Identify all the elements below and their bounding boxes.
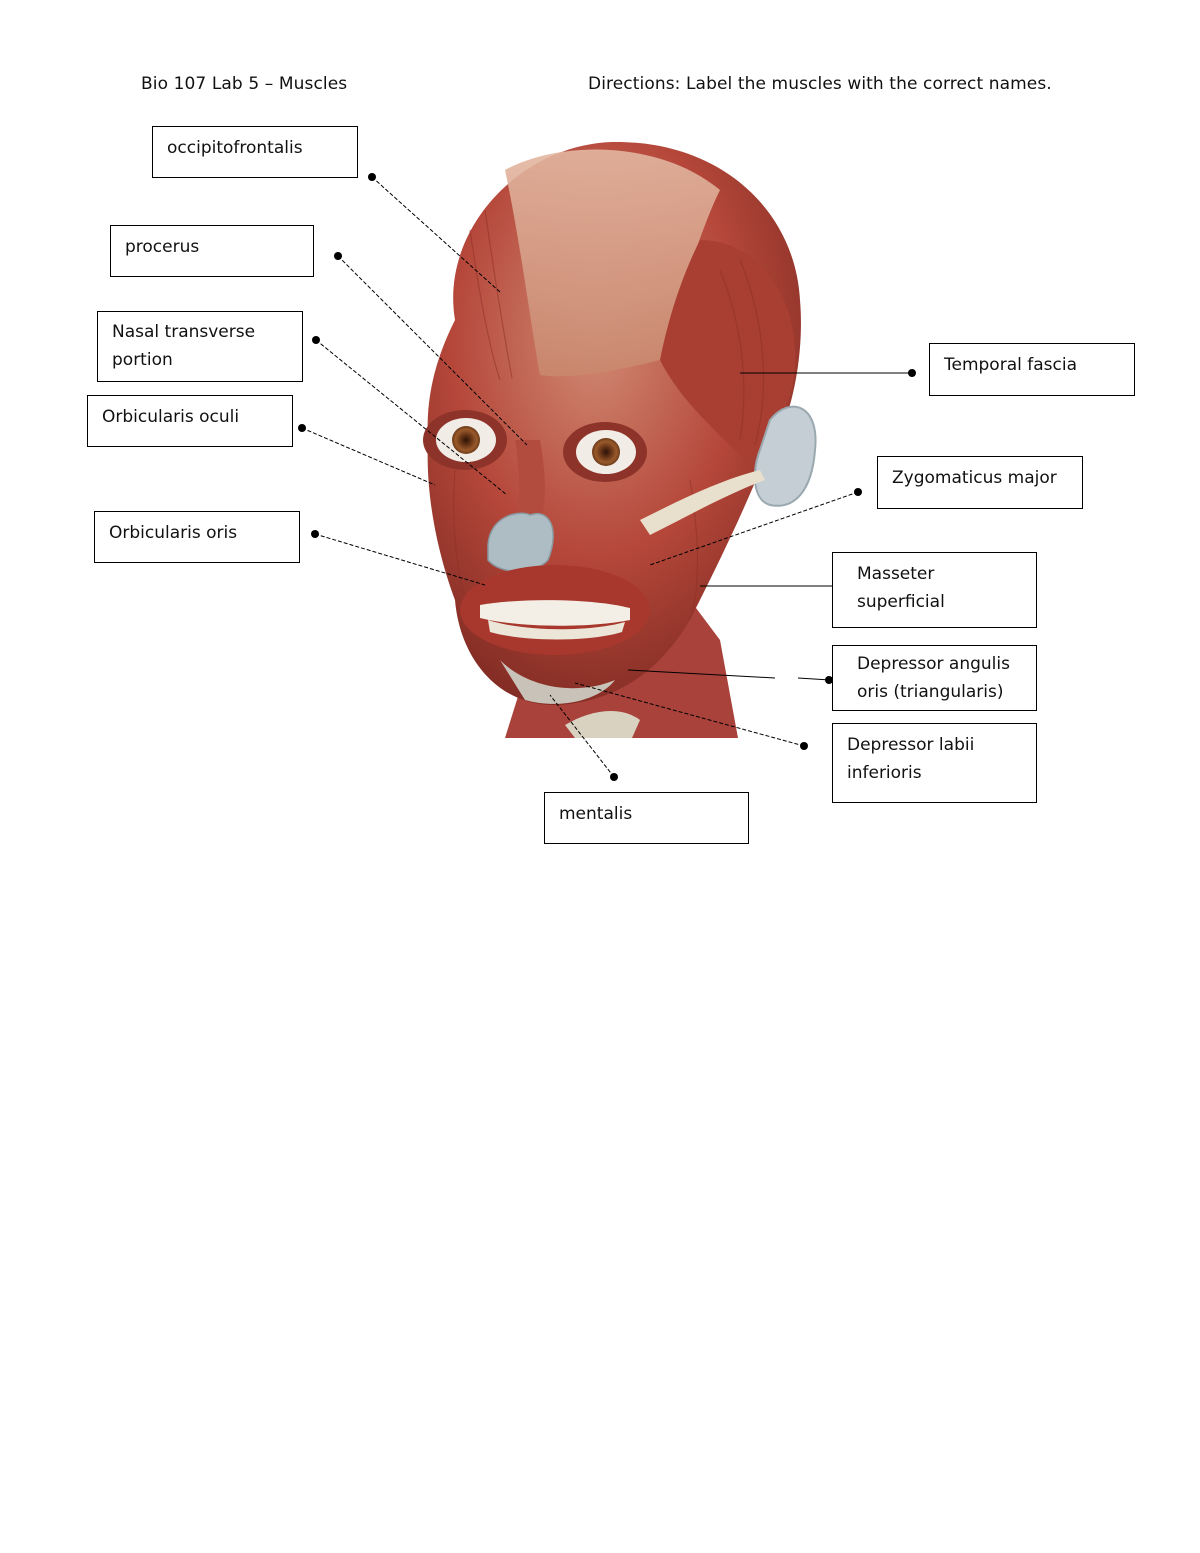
label-line: Depressor labii — [847, 735, 975, 755]
left-iris — [452, 426, 480, 454]
label-nasal-transverse: Nasal transverse portion — [97, 311, 303, 382]
label-line: Depressor angulis — [857, 654, 1010, 674]
pointer-dot — [368, 173, 376, 181]
directions-text: Directions: Label the muscles with the c… — [588, 74, 1052, 94]
label-zygomaticus-major: Zygomaticus major — [877, 456, 1083, 509]
leader-depressor-anguli-a — [627, 669, 776, 679]
label-line: portion — [112, 350, 173, 370]
temporalis-region — [660, 240, 796, 460]
label-line: Orbicularis oris — [109, 523, 238, 543]
label-mentalis: mentalis — [544, 792, 749, 844]
leader-zygomaticus — [649, 491, 859, 566]
nasal-cartilage — [487, 512, 554, 572]
label-line: Nasal transverse — [112, 322, 256, 342]
nose-bridge — [515, 440, 545, 520]
pointer-dot — [800, 742, 808, 750]
label-line: mentalis — [559, 804, 633, 824]
hyoid-cartilage — [565, 710, 640, 738]
leader-nasal — [315, 339, 508, 496]
label-line: procerus — [125, 237, 200, 257]
pointer-dot — [312, 336, 320, 344]
label-temporal-fascia: Temporal fascia — [929, 343, 1135, 396]
right-iris — [592, 438, 620, 466]
label-orbicularis-oculi: Orbicularis oculi — [87, 395, 293, 447]
label-line: Temporal fascia — [944, 355, 1077, 375]
galea-aponeurotica — [505, 149, 720, 377]
chin — [500, 660, 615, 704]
pointer-dot — [825, 676, 833, 684]
label-line: inferioris — [847, 763, 922, 783]
leader-depressor-labii — [574, 682, 805, 747]
pointer-dot — [334, 252, 342, 260]
pointer-dot — [610, 773, 618, 781]
label-masseter-superficial: Masseter superficial — [832, 552, 1037, 628]
label-line: Orbicularis oculi — [102, 407, 240, 427]
head-muscle-illustration — [298, 141, 916, 781]
label-line: Zygomaticus major — [892, 468, 1057, 488]
label-depressor-labii-inferioris: Depressor labii inferioris — [832, 723, 1037, 803]
lower-teeth — [488, 620, 625, 640]
label-line: superficial — [857, 592, 945, 612]
leader-mentalis — [549, 694, 615, 778]
page-title: Bio 107 Lab 5 – Muscles — [141, 74, 348, 94]
label-occipitofrontalis: occipitofrontalis — [152, 126, 358, 178]
label-line: occipitofrontalis — [167, 138, 303, 158]
pointer-dot — [298, 424, 306, 432]
leader-orbic-oris — [314, 533, 486, 586]
label-orbicularis-oris: Orbicularis oris — [94, 511, 300, 563]
label-procerus: procerus — [110, 225, 314, 277]
leader-procerus — [337, 255, 528, 446]
leader-orbic-oculi — [301, 427, 436, 486]
upper-teeth — [480, 600, 630, 626]
pointer-dot — [854, 488, 862, 496]
leader-depressor-anguli-b — [797, 677, 831, 681]
pointer-dot — [908, 369, 916, 377]
label-depressor-anguli-oris: Depressor angulis oris (triangularis) — [832, 645, 1037, 711]
label-line: oris (triangularis) — [857, 682, 1004, 702]
label-line: Masseter — [857, 564, 935, 584]
leader-occipitofrontalis — [371, 176, 501, 293]
pointer-dot — [311, 530, 319, 538]
zygomatic-arch — [640, 470, 765, 535]
